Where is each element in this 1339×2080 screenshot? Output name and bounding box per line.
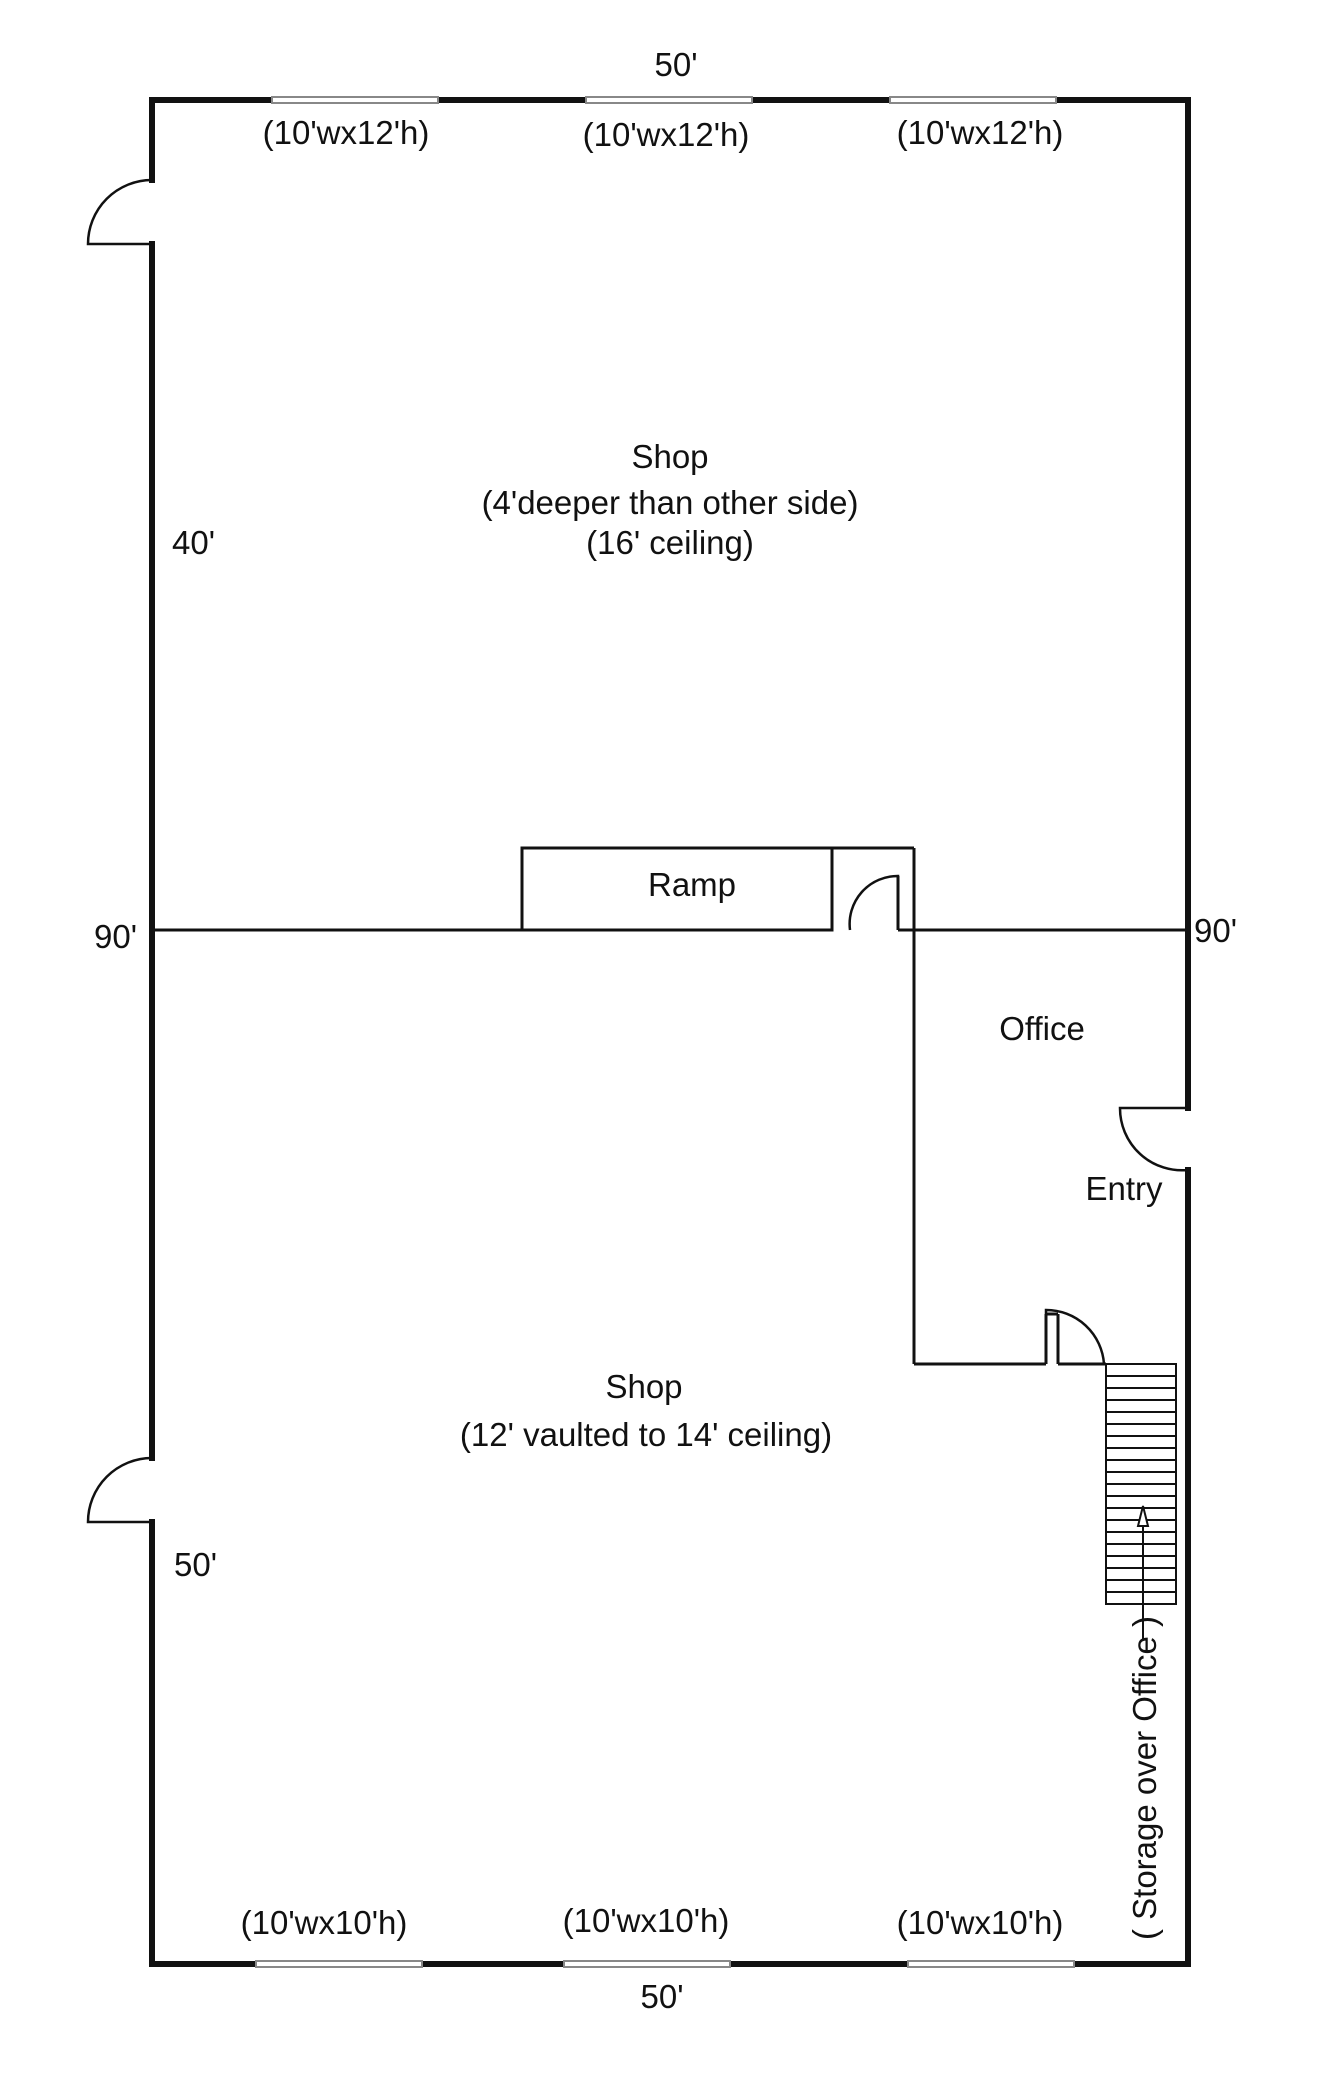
stair-arrow-head — [1136, 1505, 1150, 1527]
bottom-door-label: (10'wx10'h) — [241, 1904, 408, 1941]
overhead-door — [585, 96, 753, 104]
overhead-door — [271, 96, 439, 104]
overhead-door — [563, 1960, 731, 1968]
top-width-label: 50' — [654, 46, 697, 83]
door-swing-entry — [1118, 1106, 1189, 1172]
office-label: Office — [999, 1010, 1085, 1047]
bottom-door-label: (10'wx10'h) — [563, 1902, 730, 1939]
door-swing-ramp — [848, 874, 900, 931]
storage-label: ( Storage over Office ) — [1126, 1616, 1163, 1940]
right-mid-dim-label: 90' — [1194, 912, 1237, 949]
top-door-label: (10'wx12'h) — [583, 116, 750, 153]
swing-doors — [86, 178, 1189, 1524]
door-swing-office — [1044, 1308, 1106, 1365]
overhead-door — [889, 96, 1057, 104]
door-swing-lower-left — [86, 1456, 153, 1524]
upper-shop-note2: (16' ceiling) — [586, 524, 754, 561]
overhead-door — [255, 1960, 423, 1968]
top-door-label: (10'wx12'h) — [897, 114, 1064, 151]
stairs — [1105, 1363, 1177, 1640]
bottom-width-label: 50' — [640, 1978, 683, 2015]
door-swing-upper-left — [86, 178, 153, 246]
lower-shop-name: Shop — [605, 1368, 682, 1405]
top-door-label: (10'wx12'h) — [263, 114, 430, 151]
left-mid-dim-label: 90' — [94, 918, 137, 955]
interior-walls — [152, 846, 1188, 1366]
bottom-overhead-doors — [255, 1960, 1075, 1968]
upper-shop-name: Shop — [631, 438, 708, 475]
left-upper-dim-label: 40' — [172, 524, 215, 561]
overhead-door — [907, 1960, 1075, 1968]
lower-shop-note1: (12' vaulted to 14' ceiling) — [460, 1416, 832, 1453]
entry-label: Entry — [1085, 1170, 1163, 1207]
ramp-label: Ramp — [648, 866, 736, 903]
upper-shop-note1: (4'deeper than other side) — [482, 484, 859, 521]
bottom-door-label: (10'wx10'h) — [897, 1904, 1064, 1941]
ramp — [520, 846, 834, 932]
top-overhead-doors — [271, 96, 1057, 104]
left-lower-dim-label: 50' — [174, 1546, 217, 1583]
